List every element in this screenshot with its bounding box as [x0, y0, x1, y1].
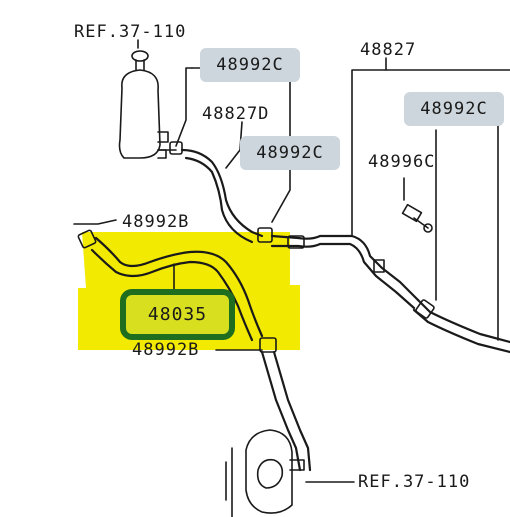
- part-label-48827: 48827: [360, 40, 417, 60]
- reservoir-tank-top: [118, 50, 169, 159]
- part-tag-48992c-2: 48992C: [404, 92, 504, 126]
- part-label-48827d: 48827D: [202, 104, 270, 124]
- part-label-48996c: 48996C: [368, 152, 436, 172]
- highlighted-part-48035: 48035: [120, 289, 235, 340]
- bolt-48996c: [401, 203, 433, 233]
- ref-label-bottom: REF.37-110: [358, 472, 471, 492]
- part-tag-48992c-1: 48992C: [200, 48, 300, 82]
- part-tag-48992c-3: 48992C: [240, 136, 340, 170]
- ref-label-top: REF.37-110: [74, 22, 187, 42]
- reservoir-tank-bottom: [225, 429, 305, 517]
- part-label-48992b-top: 48992B: [122, 212, 190, 232]
- part-label-48992b-bottom: 48992B: [132, 340, 200, 360]
